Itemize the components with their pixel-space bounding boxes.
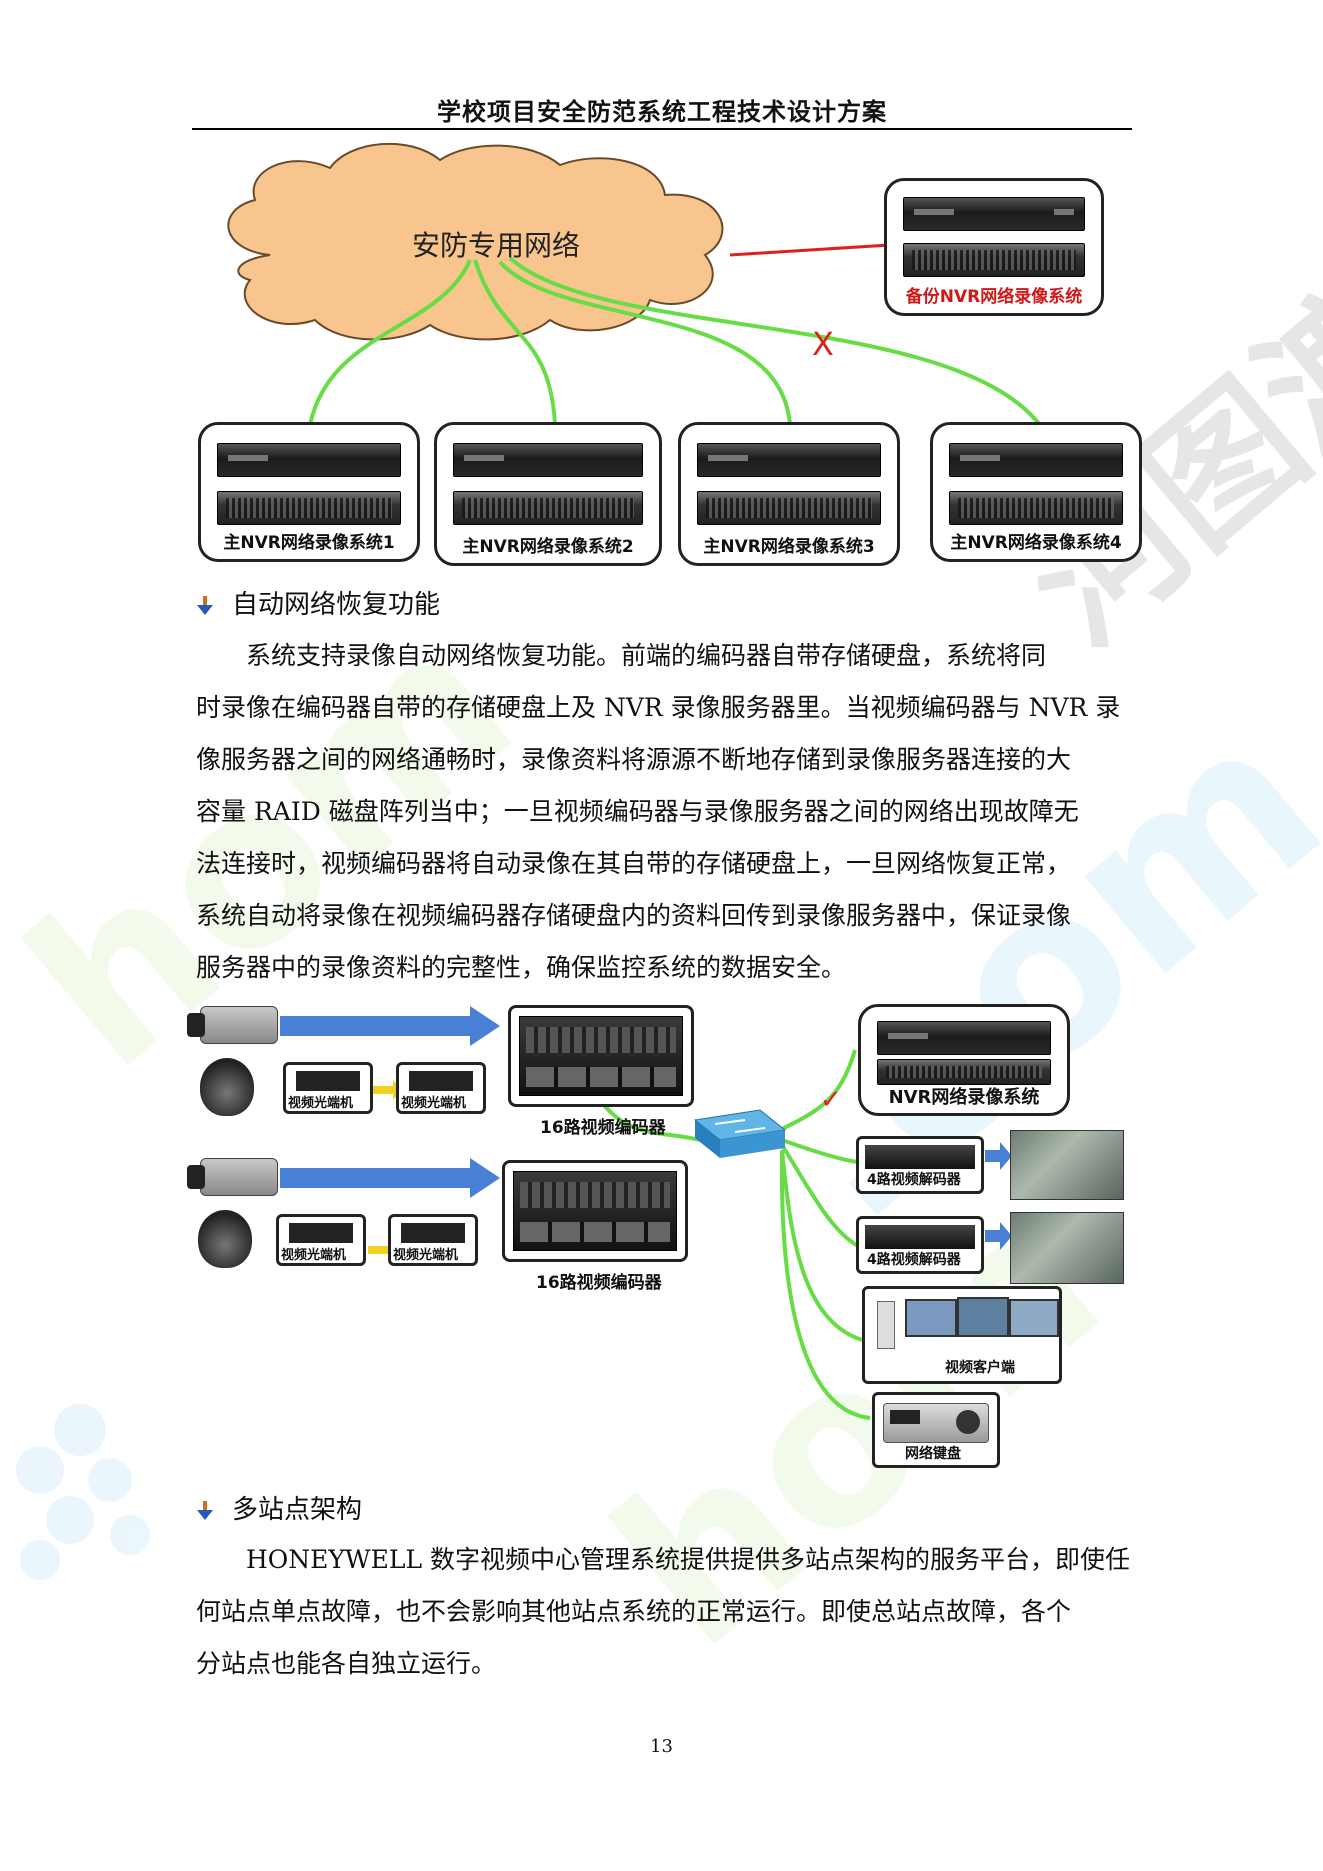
section-heading-text: 自动网络恢复功能 [232, 590, 441, 620]
transceiver-label: 视频光端机 [288, 1096, 354, 1111]
client-label: 视频客户端 [945, 1360, 1015, 1376]
server-unit-icon [877, 1021, 1051, 1055]
main-nvr-label-3: 主NVR网络录像系统3 [703, 537, 875, 557]
video-encoder-2 [502, 1160, 688, 1262]
link-line-4 [508, 256, 1042, 427]
link-line-1 [308, 259, 472, 426]
nvr-recording-system: NVR网络录像系统 [858, 1004, 1070, 1116]
storage-unit-icon [217, 491, 401, 525]
keyboard-label: 网络键盘 [905, 1446, 961, 1462]
storage-unit-icon [903, 243, 1085, 277]
paragraph-line: 系统支持录像自动网络恢复功能。前端的编码器自带存储硬盘，系统将同 [196, 641, 1047, 670]
encoder-label-2: 16路视频编码器 [536, 1273, 662, 1293]
storage-unit-icon [697, 491, 881, 525]
paragraph-line: 服务器中的录像资料的完整性，确保监控系统的数据安全。 [196, 953, 847, 982]
server-unit-icon [217, 443, 401, 477]
paragraph-line: 系统自动将录像在视频编码器存储硬盘内的资料回传到录像服务器中，保证录像 [196, 901, 1072, 930]
dome-camera-icon [198, 1210, 252, 1268]
paragraph-auto-recovery: 系统支持录像自动网络恢复功能。前端的编码器自带存储硬盘，系统将同 时录像在编码器… [196, 630, 1131, 994]
decoder-label: 4路视频解码器 [867, 1172, 961, 1188]
storage-unit-icon [949, 491, 1123, 525]
client-link [780, 1149, 863, 1342]
encoder-link-1 [598, 1098, 701, 1142]
keyboard-icon [883, 1403, 989, 1443]
optical-transceiver-2b: 视频光端机 [388, 1214, 478, 1266]
fiber-arrow [373, 1080, 402, 1100]
figure-network-topology: X 安防专用网络 [227, 142, 1042, 427]
section-heading-multi-site: 多站点架构 [196, 1489, 362, 1526]
nvr-link [779, 1049, 857, 1132]
server-unit-icon [697, 443, 881, 477]
video-decoder-2: 4路视频解码器 [856, 1216, 984, 1274]
surveillance-screen-image [1010, 1130, 1124, 1200]
optical-transceiver-1a: 视频光端机 [283, 1062, 373, 1114]
keyboard-link [779, 1151, 871, 1420]
video-decoder-1: 4路视频解码器 [856, 1136, 984, 1194]
paragraph-line: 像服务器之间的网络通畅时，录像资料将源源不断地存储到录像服务器连接的大 [196, 745, 1072, 774]
network-switch-icon [693, 1109, 787, 1158]
output-arrow [985, 1142, 1012, 1170]
decoder-link-1 [781, 1138, 859, 1164]
paragraph-line: HONEYWELL 数字视频中心管理系统提供提供多站点架构的服务平台，即使任 [196, 1545, 1131, 1574]
link-line-3 [498, 260, 792, 426]
backup-nvr-system: 备份NVR网络录像系统 [884, 178, 1104, 316]
network-cloud [227, 142, 724, 341]
transceiver-label: 视频光端机 [281, 1248, 347, 1263]
transceiver-label: 视频光端机 [393, 1248, 459, 1263]
header-divider [192, 128, 1132, 130]
decoder-label: 4路视频解码器 [867, 1252, 961, 1268]
paragraph-line: 何站点单点故障，也不会影响其他站点系统的正常运行。即使总站点故障，各个 [196, 1597, 1072, 1626]
storage-unit-icon [453, 491, 643, 525]
main-nvr-system-4: 主NVR网络录像系统4 [930, 422, 1142, 562]
paragraph-multi-site: HONEYWELL 数字视频中心管理系统提供提供多站点架构的服务平台，即使任 何… [196, 1534, 1131, 1690]
monitor-icon [905, 1299, 957, 1337]
decoder-link-2 [780, 1143, 860, 1248]
bullet-arrow-icon [197, 595, 213, 615]
section-heading-text: 多站点架构 [232, 1495, 363, 1525]
monitor-icon [957, 1297, 1009, 1337]
server-unit-icon [949, 443, 1123, 477]
video-client-workstation: 视频客户端 [862, 1286, 1062, 1384]
main-nvr-system-3: 主NVR网络录像系统3 [678, 422, 900, 566]
section-heading-auto-recovery: 自动网络恢复功能 [196, 584, 440, 621]
main-nvr-label-4: 主NVR网络录像系统4 [950, 533, 1122, 553]
signal-arrow [280, 1158, 500, 1198]
page-number: 13 [650, 1736, 673, 1757]
box-camera-icon [187, 1158, 278, 1196]
nvr-system-label: NVR网络录像系统 [888, 1087, 1040, 1108]
paragraph-line: 法连接时，视频编码器将自动录像在其自带的存储硬盘上，一旦网络恢复正常， [196, 849, 1072, 878]
storage-unit-icon [877, 1059, 1051, 1085]
box-camera-icon [187, 1006, 278, 1044]
encoder-label-1: 16路视频编码器 [540, 1118, 666, 1138]
backup-nvr-label: 备份NVR网络录像系统 [905, 287, 1083, 307]
surveillance-screen-image [1010, 1212, 1124, 1284]
server-unit-icon [903, 197, 1085, 231]
bullet-arrow-icon [197, 1500, 213, 1520]
paragraph-line: 时录像在编码器自带的存储硬盘上及 NVR 录像服务器里。当视频编码器与 NVR … [196, 693, 1121, 722]
paragraph-line: 容量 RAID 磁盘阵列当中；一旦视频编码器与录像服务器之间的网络出现故障无 [196, 797, 1079, 826]
pc-tower-icon [877, 1301, 895, 1349]
signal-arrow [280, 1006, 500, 1046]
optical-transceiver-1b: 视频光端机 [396, 1062, 486, 1114]
main-nvr-label-2: 主NVR网络录像系统2 [462, 537, 634, 557]
main-nvr-system-1: 主NVR网络录像系统1 [198, 422, 420, 562]
optical-transceiver-2a: 视频光端机 [276, 1214, 366, 1266]
page-header-title: 学校项目安全防范系统工程技术设计方案 [437, 97, 887, 126]
dome-camera-icon [200, 1058, 254, 1116]
network-keyboard: 网络键盘 [872, 1392, 1000, 1468]
cloud-label: 安防专用网络 [412, 229, 580, 262]
link-line-2 [473, 259, 557, 426]
transceiver-label: 视频光端机 [401, 1096, 467, 1111]
main-nvr-label-1: 主NVR网络录像系统1 [223, 533, 395, 553]
check-mark: ✓ [820, 1085, 842, 1115]
video-encoder-1 [508, 1005, 694, 1107]
server-unit-icon [453, 443, 643, 477]
paragraph-line: 分站点也能各自独立运行。 [196, 1649, 497, 1678]
main-nvr-system-2: 主NVR网络录像系统2 [434, 422, 662, 566]
backup-link-line [729, 243, 891, 257]
link-break-mark: X [812, 325, 834, 363]
monitor-icon [1009, 1299, 1059, 1337]
output-arrow [985, 1222, 1012, 1250]
